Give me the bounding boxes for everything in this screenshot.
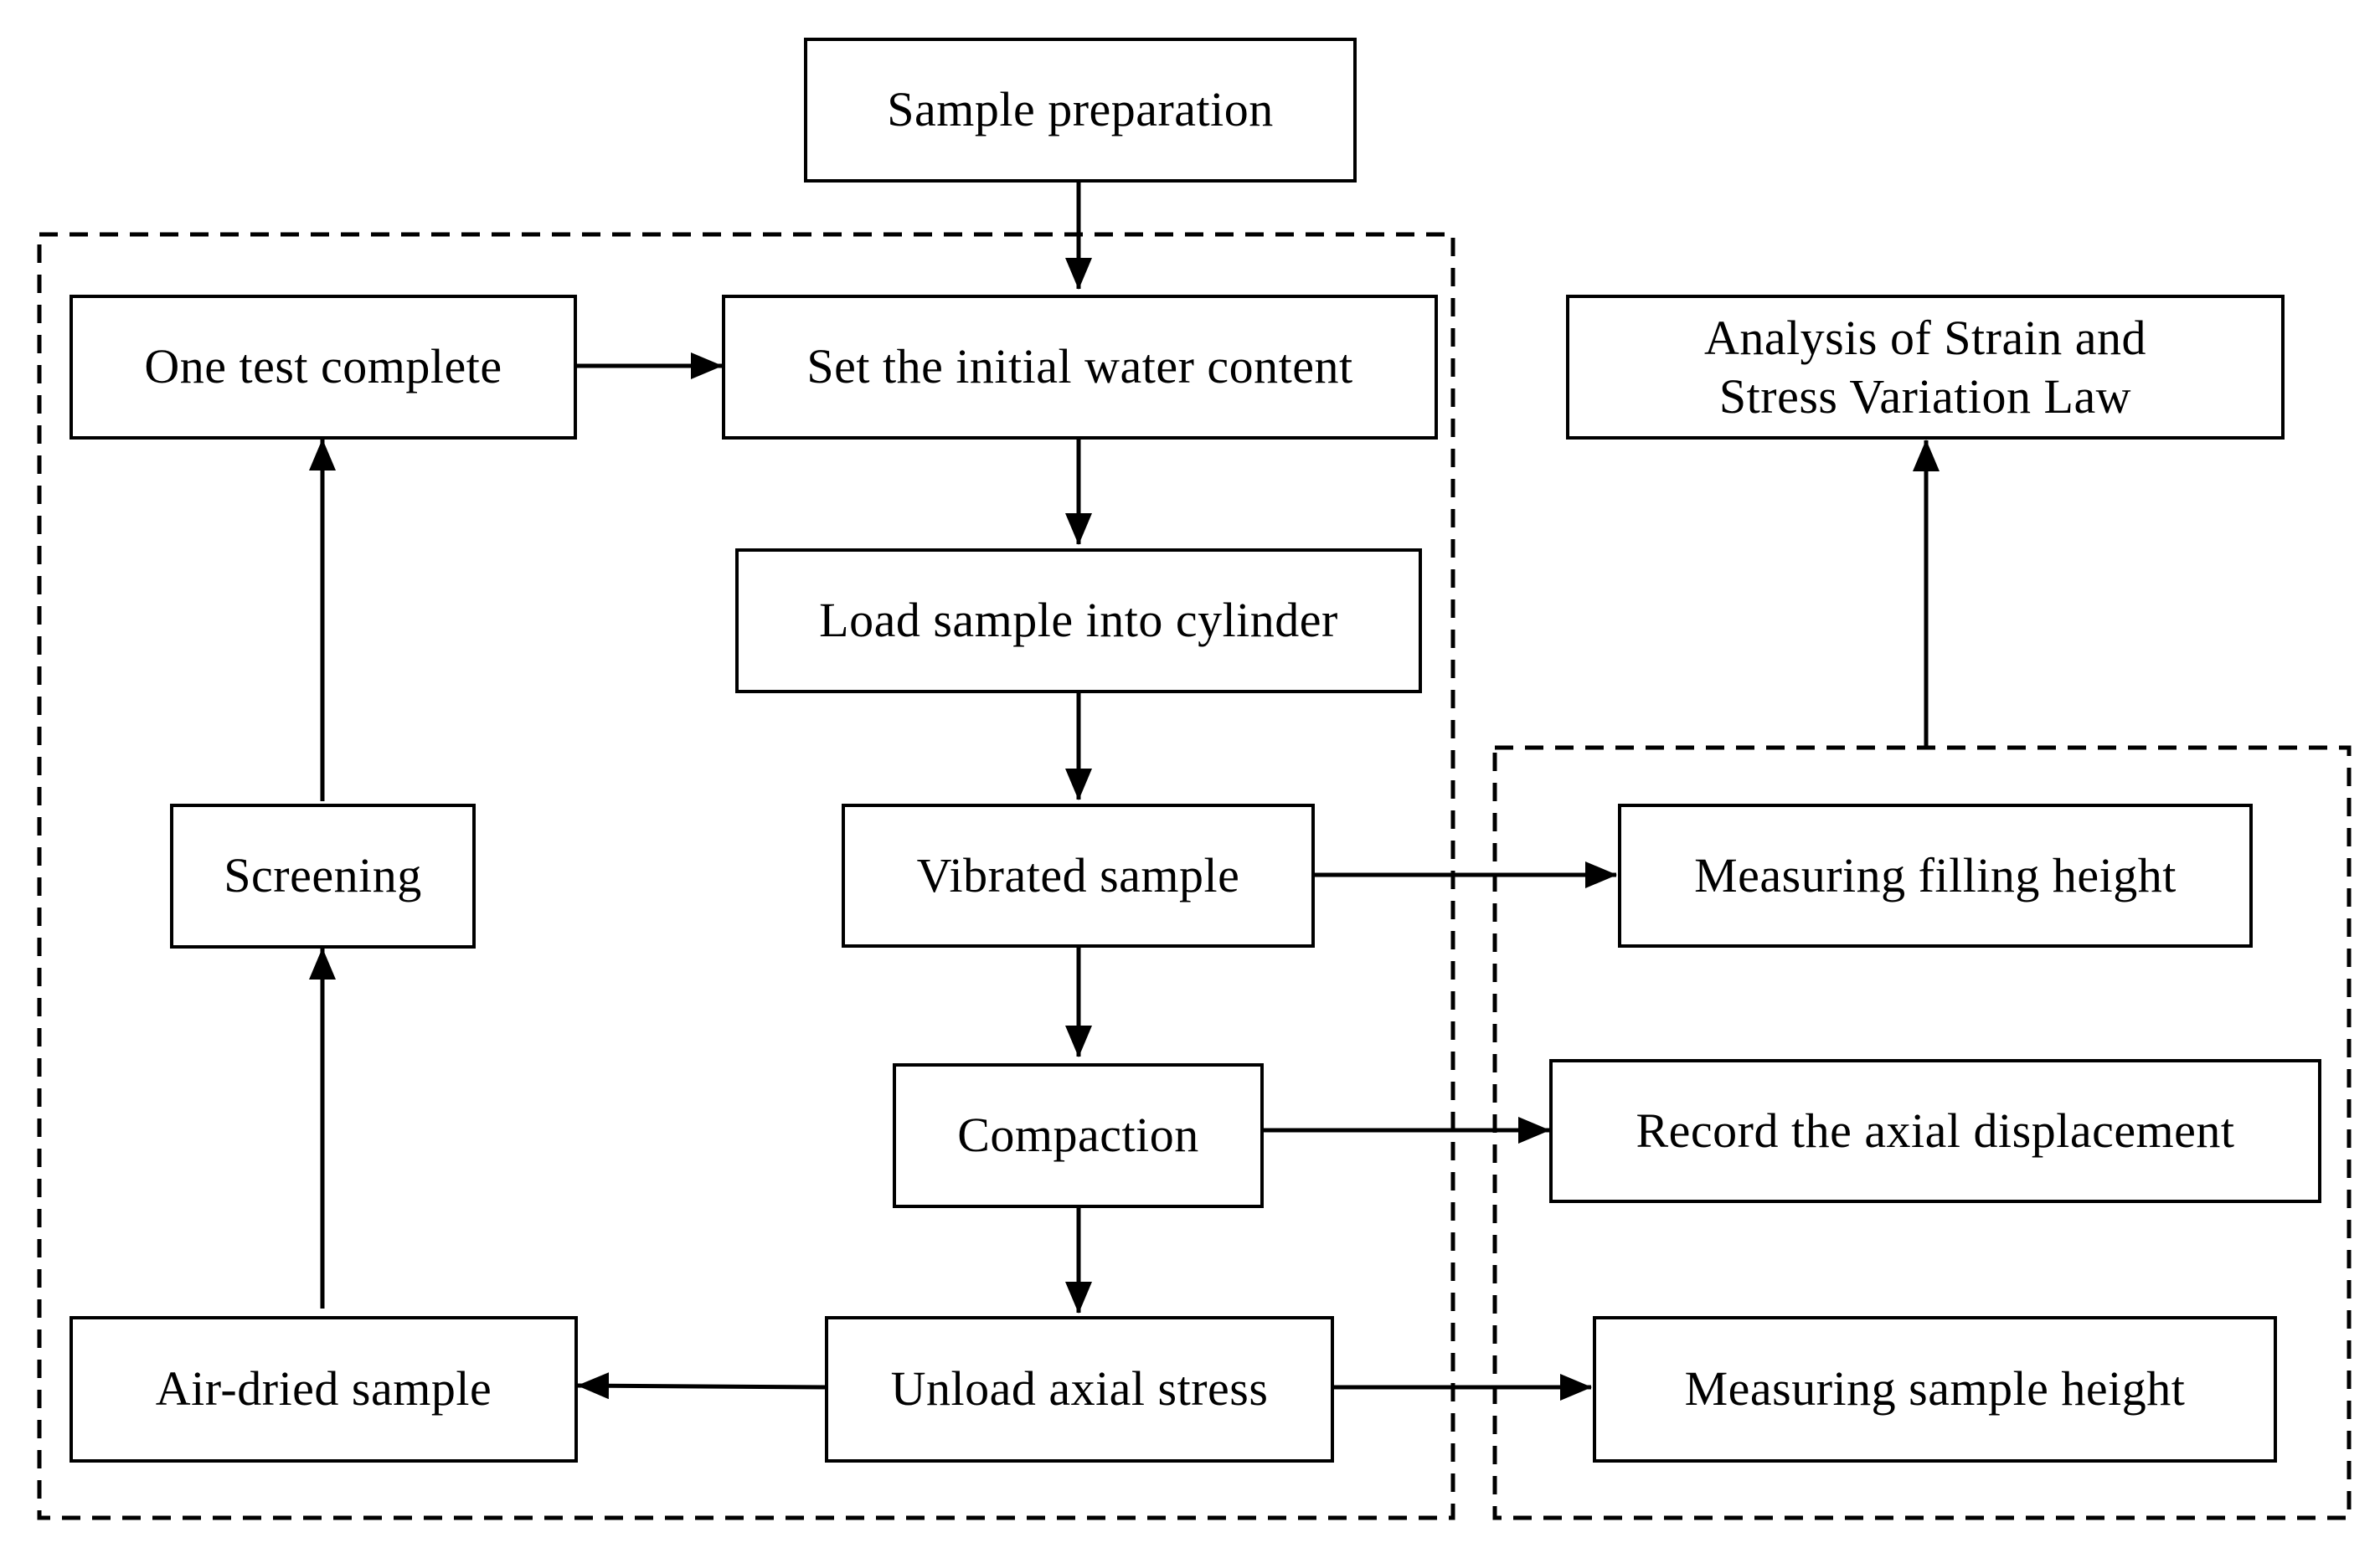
node-label: Sample preparation [887,82,1274,137]
node-measuring-filling-height: Measuring filling height [1618,804,2253,948]
node-label: Compaction [957,1108,1199,1163]
node-label: Air-dried sample [155,1361,492,1417]
node-screening: Screening [170,804,476,949]
node-one-test-complete: One test complete [70,295,577,440]
node-unload-axial-stress: Unload axial stress [825,1316,1334,1463]
node-label: Vibrated sample [916,847,1240,902]
node-load-sample: Load sample into cylinder [735,548,1422,693]
node-label: Load sample into cylinder [819,593,1338,648]
measurement-group [1492,745,2352,1520]
node-sample-preparation: Sample preparation [804,38,1357,183]
node-label: Unload axial stress [890,1361,1269,1417]
node-label: Measuring filling height [1694,847,2177,902]
node-label: Analysis of Strain and Stress Variation … [1703,310,2147,424]
arrow-unload-to-air-dried [577,1372,826,1400]
node-analysis-strain-stress: Analysis of Strain and Stress Variation … [1566,295,2285,440]
node-vibrated-sample: Vibrated sample [842,804,1315,948]
node-air-dried-sample: Air-dried sample [70,1316,578,1463]
node-set-initial-water-content: Set the initial water content [722,295,1438,440]
node-label: Measuring sample height [1684,1361,2186,1417]
node-label: Screening [224,848,422,903]
node-compaction: Compaction [893,1063,1264,1208]
node-label: Set the initial water content [806,339,1353,394]
node-label: Record the axial displacement [1636,1103,2235,1158]
node-measuring-sample-height: Measuring sample height [1593,1316,2277,1463]
node-record-axial-displacement: Record the axial displacement [1549,1059,2321,1203]
node-label: One test complete [144,339,502,394]
